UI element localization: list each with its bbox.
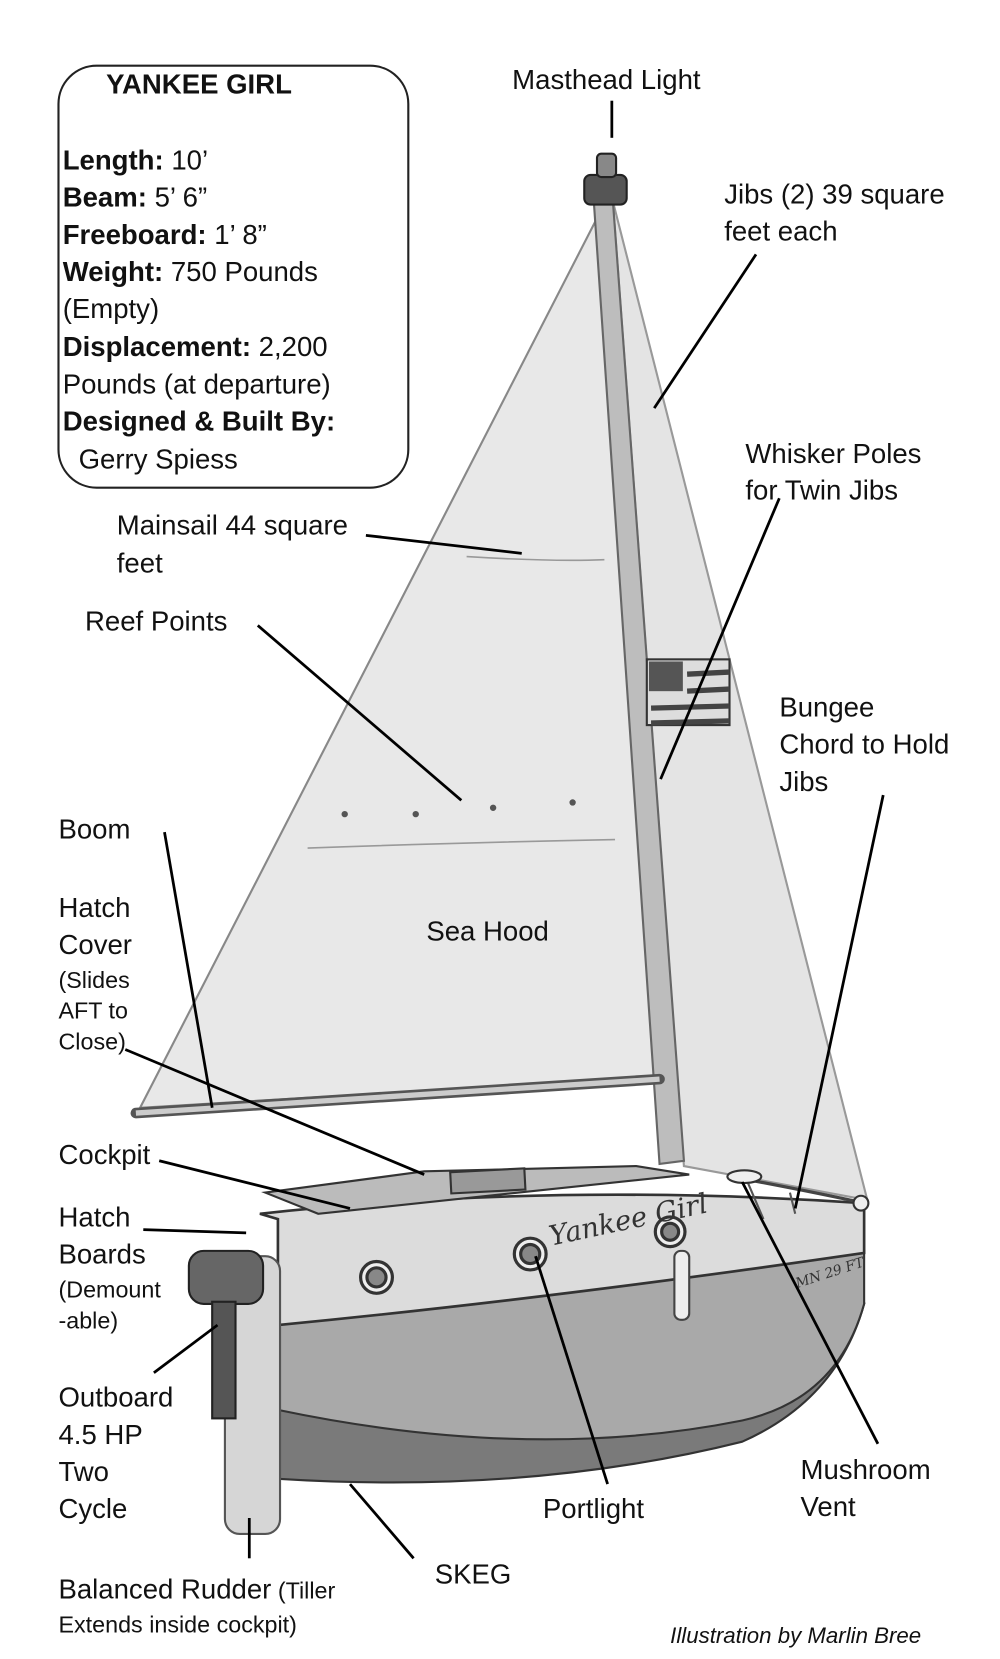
specs-title: YANKEE GIRL [106, 68, 292, 99]
label-whisker-poles: Whisker Poles [745, 438, 921, 469]
label-whisker-poles-2: for Twin Jibs [745, 474, 898, 505]
label-outboard-3: Two [58, 1456, 109, 1487]
label-reef-points: Reef Points [85, 606, 227, 637]
spec-designer: Gerry Spiess [79, 444, 238, 475]
spec-weight: Weight: 750 Pounds [63, 256, 318, 287]
label-hatch-cover-5: Close) [58, 1028, 125, 1054]
leader-lines [124, 100, 885, 1560]
spec-beam: Beam: 5’ 6” [63, 182, 207, 213]
label-bungee: Bungee [779, 692, 874, 723]
label-rudder: Balanced Rudder (Tiller [58, 1574, 335, 1605]
specs-box: YANKEE GIRL Length: 10’ Beam: 5’ 6” Free… [57, 64, 410, 489]
label-masthead-light: Masthead Light [512, 64, 701, 95]
spec-designer-label: Designed & Built By: [63, 405, 335, 436]
reef-line [307, 555, 616, 849]
label-outboard-2: 4.5 HP [58, 1419, 142, 1450]
masthead-light-fixture [583, 173, 628, 206]
label-bungee-3: Jibs [779, 766, 828, 797]
label-cockpit: Cockpit [58, 1139, 150, 1170]
outboard-motor [187, 1249, 265, 1305]
spec-displacement: Displacement: 2,200 [63, 331, 328, 362]
label-hatch-boards-3: (Demount [58, 1277, 161, 1303]
label-bungee-2: Chord to Hold [779, 729, 949, 760]
label-portlight: Portlight [543, 1493, 644, 1524]
label-mainsail: Mainsail 44 square [117, 509, 348, 540]
illustration-credit: Illustration by Marlin Bree [670, 1623, 921, 1648]
mushroom-vent [726, 1169, 763, 1185]
spec-length: Length: 10’ [63, 145, 208, 176]
reef-points [341, 799, 576, 818]
label-hatch-boards-4: -able) [58, 1307, 118, 1333]
label-outboard: Outboard [58, 1382, 173, 1413]
label-sea-hood: Sea Hood [426, 915, 549, 946]
label-outboard-4: Cycle [58, 1493, 127, 1524]
label-hatch-cover-3: (Slides [58, 967, 129, 993]
label-hatch-boards-2: Boards [58, 1239, 145, 1270]
boat-illustration: Yankee Girl MN 29 FT [130, 152, 870, 1535]
label-rudder-2: Extends inside cockpit) [58, 1611, 296, 1637]
label-boom: Boom [58, 814, 130, 845]
label-hatch-cover-2: Cover [58, 929, 131, 960]
label-jibs: Jibs (2) 39 square [724, 179, 944, 210]
label-hatch-cover: Hatch [58, 892, 130, 923]
spec-freeboard: Freeboard: 1’ 8” [63, 219, 267, 250]
spec-displacement-note: Pounds (at departure) [63, 368, 331, 399]
label-jibs-2: feet each [724, 216, 837, 247]
label-hatch-cover-4: AFT to [58, 998, 128, 1024]
label-skeg: SKEG [435, 1559, 512, 1590]
label-mushroom-vent-2: Vent [801, 1491, 856, 1522]
label-hatch-boards: Hatch [58, 1201, 130, 1232]
label-mushroom-vent: Mushroom [801, 1454, 931, 1485]
spec-weight-note: (Empty) [63, 293, 159, 324]
label-mainsail-2: feet [117, 547, 163, 578]
